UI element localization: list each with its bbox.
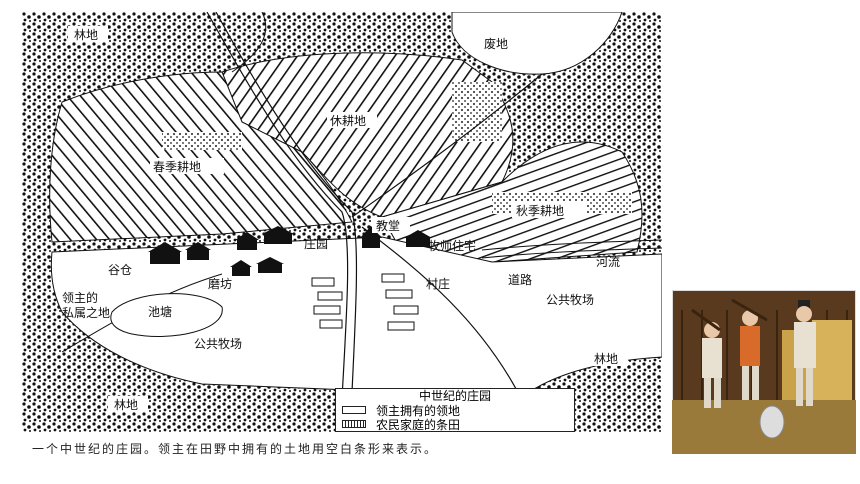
label-village: 村庄 <box>426 276 450 291</box>
road <box>231 12 267 73</box>
worker-right <box>794 300 816 406</box>
legend-swatch-striped <box>342 420 366 428</box>
medieval-harvest-painting <box>672 290 856 454</box>
legend-title: 中世纪的庄园 <box>418 389 491 403</box>
legend-label-lord: 领主拥有的领地 <box>376 403 461 418</box>
river <box>481 247 662 259</box>
label-fallow: 休耕地 <box>330 113 366 128</box>
river <box>481 239 662 251</box>
map-labels: 林地 废地 休耕地 春季耕地 秋季耕地 教堂 庄园 牧师住宅 谷仓 磨坊 村庄 … <box>62 26 628 412</box>
pond <box>110 293 223 337</box>
label-forest-bottom: 林地 <box>114 398 138 412</box>
label-manor: 庄园 <box>304 236 328 251</box>
label-mill: 磨坊 <box>208 276 232 291</box>
label-road: 道路 <box>508 272 532 287</box>
fallow-field <box>221 52 514 218</box>
legend-row-lord: 领主拥有的领地 <box>336 403 574 418</box>
spring-field <box>49 71 353 243</box>
label-wasteland: 废地 <box>484 36 508 51</box>
map-caption: 一个中世纪的庄园。领主在田野中拥有的土地用空白条形来表示。 <box>32 442 439 456</box>
village-houses <box>311 273 419 331</box>
label-church: 教堂 <box>376 218 400 233</box>
road <box>361 226 523 401</box>
road <box>206 12 349 432</box>
label-spring-field: 春季耕地 <box>153 159 201 174</box>
label-common-pasture-left: 公共牧场 <box>194 337 242 351</box>
dotted-strip <box>162 132 242 150</box>
label-lord-private-1: 领主的 <box>62 290 98 305</box>
label-forest-top: 林地 <box>74 28 98 42</box>
label-common-pasture-right: 公共牧场 <box>546 293 594 307</box>
dotted-strip <box>452 82 502 142</box>
map-legend: 中世纪的庄园 领主拥有的领地 农民家庭的条田 <box>335 388 575 432</box>
legend-label-peasant: 农民家庭的条田 <box>376 417 461 432</box>
label-lord-private-2: 私属之地 <box>62 306 110 320</box>
road <box>351 73 543 218</box>
label-river: 河流 <box>596 255 620 269</box>
label-granary: 谷仓 <box>108 263 132 277</box>
label-forest-right: 林地 <box>594 352 618 366</box>
worker-center <box>740 310 760 400</box>
legend-row-peasant: 农民家庭的条田 <box>336 417 574 432</box>
label-pond: 池塘 <box>148 304 172 319</box>
label-autumn-field: 秋季耕地 <box>516 203 564 218</box>
manor-buildings <box>148 226 432 276</box>
label-priest-house: 牧师住宅 <box>428 238 476 253</box>
road <box>215 12 358 432</box>
legend-swatch-blank <box>342 406 366 414</box>
manor-map: 林地 废地 休耕地 春季耕地 秋季耕地 教堂 庄园 牧师住宅 谷仓 磨坊 村庄 … <box>22 12 662 432</box>
